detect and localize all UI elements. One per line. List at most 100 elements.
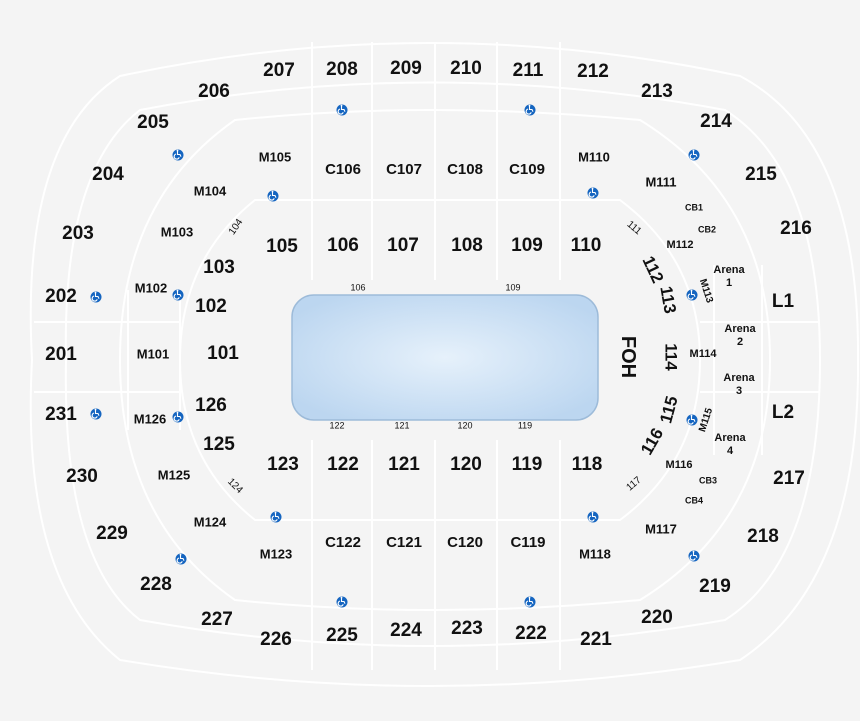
section-226[interactable]: 226 [260, 629, 292, 650]
section-c121[interactable]: C121 [386, 534, 422, 551]
section-223[interactable]: 223 [451, 618, 483, 639]
section-212[interactable]: 212 [577, 61, 609, 82]
section-c122[interactable]: C122 [325, 534, 361, 551]
section-216[interactable]: 216 [780, 218, 812, 239]
section-219[interactable]: 219 [699, 576, 731, 597]
section-m114[interactable]: M114 [690, 348, 718, 360]
section-112[interactable]: 112 [639, 253, 668, 286]
rink-side-label-106[interactable]: 106 [350, 282, 365, 292]
section-c106[interactable]: C106 [325, 161, 361, 178]
section-116[interactable]: 116 [637, 425, 667, 458]
section-c107[interactable]: C107 [386, 161, 422, 178]
section-208[interactable]: 208 [326, 59, 358, 80]
section-213[interactable]: 213 [641, 81, 673, 102]
loge-l1[interactable]: L1 [772, 291, 795, 312]
section-217[interactable]: 217 [773, 468, 805, 489]
wheelchair-icon [336, 596, 348, 608]
section-218[interactable]: 218 [747, 526, 779, 547]
suite-cb4[interactable]: CB4 [685, 495, 703, 505]
section-205[interactable]: 205 [137, 112, 169, 133]
section-m115[interactable]: M115 [697, 406, 715, 433]
section-113[interactable]: 113 [656, 285, 679, 315]
section-115[interactable]: 115 [656, 394, 681, 425]
section-103[interactable]: 103 [203, 257, 235, 278]
rink-side-label-119[interactable]: 119 [518, 420, 532, 430]
section-m123[interactable]: M123 [260, 546, 293, 561]
section-228[interactable]: 228 [140, 574, 172, 595]
section-209[interactable]: 209 [390, 58, 422, 79]
section-229[interactable]: 229 [96, 523, 128, 544]
section-123[interactable]: 123 [267, 454, 299, 475]
section-c119[interactable]: C119 [510, 534, 545, 551]
section-m113[interactable]: M113 [697, 278, 715, 305]
section-224[interactable]: 224 [390, 620, 422, 641]
loge-l2[interactable]: L2 [772, 402, 794, 423]
section-m118[interactable]: M118 [579, 546, 611, 561]
section-227[interactable]: 227 [201, 609, 233, 630]
section-122[interactable]: 122 [327, 454, 359, 475]
section-117[interactable]: 117 [624, 474, 644, 493]
section-114[interactable]: 114 [662, 343, 681, 371]
section-m101[interactable]: M101 [137, 346, 170, 361]
rink-side-label-122[interactable]: 122 [329, 420, 344, 430]
section-202[interactable]: 202 [45, 286, 77, 307]
section-m116[interactable]: M116 [666, 459, 693, 471]
section-101[interactable]: 101 [207, 343, 239, 364]
section-110[interactable]: 110 [571, 235, 602, 256]
section-203[interactable]: 203 [62, 223, 94, 244]
section-220[interactable]: 220 [641, 607, 673, 628]
section-105[interactable]: 105 [266, 236, 298, 257]
rink-side-label-121[interactable]: 121 [394, 420, 409, 430]
section-108[interactable]: 108 [451, 235, 483, 256]
rink-side-label-109[interactable]: 109 [505, 282, 520, 292]
section-231[interactable]: 231 [45, 404, 77, 425]
section-102[interactable]: 102 [195, 296, 227, 317]
section-206[interactable]: 206 [198, 81, 230, 102]
section-201[interactable]: 201 [45, 344, 77, 365]
suite-cb2[interactable]: CB2 [698, 224, 716, 234]
section-c109[interactable]: C109 [509, 161, 545, 178]
section-207[interactable]: 207 [263, 60, 295, 81]
section-222[interactable]: 222 [515, 623, 547, 644]
suite-cb3[interactable]: CB3 [699, 475, 717, 485]
section-204[interactable]: 204 [92, 164, 124, 185]
section-109[interactable]: 109 [511, 235, 543, 256]
section-m105[interactable]: M105 [259, 149, 292, 164]
section-m125[interactable]: M125 [158, 467, 191, 482]
section-107[interactable]: 107 [387, 235, 419, 256]
section-126[interactable]: 126 [195, 395, 227, 416]
section-m103[interactable]: M103 [161, 224, 194, 239]
section-221[interactable]: 221 [580, 629, 612, 650]
section-214[interactable]: 214 [700, 111, 732, 132]
rink-side-label-120[interactable]: 120 [457, 420, 472, 430]
section-111[interactable]: 111 [625, 219, 644, 237]
section-106[interactable]: 106 [327, 235, 359, 256]
section-m124[interactable]: M124 [194, 514, 227, 529]
section-215[interactable]: 215 [745, 164, 777, 185]
section-121[interactable]: 121 [388, 454, 420, 475]
section-211[interactable]: 211 [513, 60, 544, 81]
section-230[interactable]: 230 [66, 466, 98, 487]
section-m102[interactable]: M102 [135, 280, 168, 295]
section-119[interactable]: 119 [512, 454, 543, 475]
section-118[interactable]: 118 [572, 454, 603, 475]
section-225[interactable]: 225 [326, 625, 358, 646]
suite-cb1[interactable]: CB1 [685, 202, 703, 212]
section-210[interactable]: 210 [450, 58, 482, 79]
section-m110[interactable]: M110 [578, 149, 610, 164]
section-104[interactable]: 104 [227, 217, 246, 237]
section-m126[interactable]: M126 [134, 411, 167, 426]
section-125[interactable]: 125 [203, 434, 235, 455]
section-m111[interactable]: M111 [645, 174, 676, 189]
section-m112[interactable]: M112 [667, 239, 694, 251]
section-c120[interactable]: C120 [447, 534, 483, 551]
section-120[interactable]: 120 [450, 454, 482, 475]
rink[interactable] [291, 294, 599, 421]
section-m117[interactable]: M117 [645, 521, 677, 536]
section-c108[interactable]: C108 [447, 161, 483, 178]
section-m104[interactable]: M104 [194, 183, 227, 198]
